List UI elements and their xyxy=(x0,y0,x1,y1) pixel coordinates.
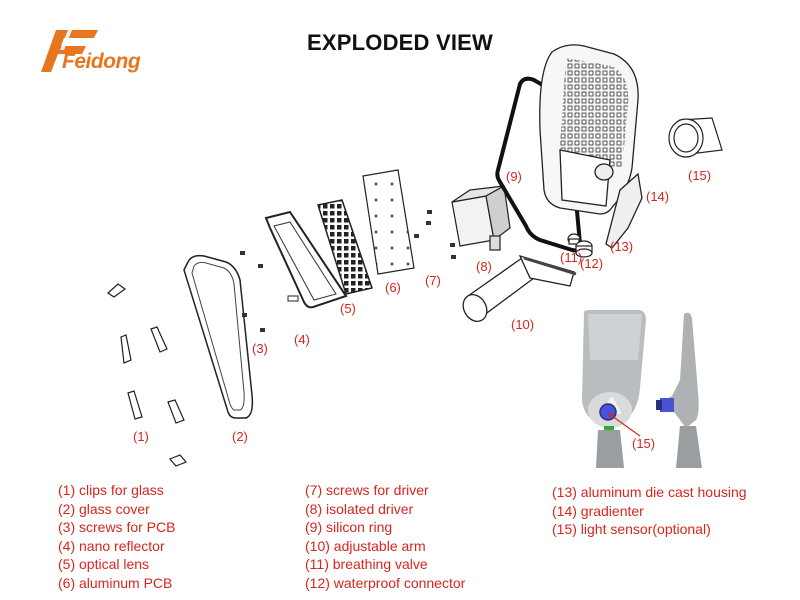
callout-7: (7) xyxy=(425,273,441,288)
callout-12: (12) xyxy=(580,256,603,271)
legend-column-2: (7) screws for driver (8) isolated drive… xyxy=(305,481,465,593)
legend-column-3: (13) aluminum die cast housing (14) grad… xyxy=(552,483,747,539)
legend-item: (11) breathing valve xyxy=(305,556,428,573)
aluminum-die-cast-housing xyxy=(539,44,643,249)
nano-reflector xyxy=(264,210,348,309)
legend-item: (7) screws for driver xyxy=(305,482,429,498)
screws-for-pcb xyxy=(240,251,265,332)
legend-item: (12) waterproof connector xyxy=(305,574,466,591)
legend-item: (1) clips for glass xyxy=(58,482,164,498)
legend-item: (15) light sensor(optional) xyxy=(552,521,711,538)
callout-8: (8) xyxy=(476,259,492,274)
aluminum-pcb xyxy=(362,169,415,275)
isolated-driver xyxy=(451,185,511,251)
callout-10: (10) xyxy=(511,317,534,332)
waterproof-connector xyxy=(575,240,593,258)
callout-15-inset: (15) xyxy=(632,436,655,451)
legend-item: (14) gradienter xyxy=(552,502,644,519)
callout-4: (4) xyxy=(294,332,310,347)
page-title: EXPLODED VIEW xyxy=(307,30,493,55)
callout-3: (3) xyxy=(252,341,268,356)
sensor-callout-dot xyxy=(609,413,613,417)
adjustable-arm xyxy=(462,254,577,322)
legend-item: (9) silicon ring xyxy=(305,519,393,536)
screws-for-driver xyxy=(414,210,456,259)
legend-column-1: (1) clips for glass (2) glass cover (3) … xyxy=(58,481,175,593)
legend-item: (6) aluminum PCB xyxy=(58,574,173,591)
callout-2: (2) xyxy=(232,429,248,444)
callout-9: (9) xyxy=(506,169,522,184)
clips-for-glass xyxy=(107,283,188,467)
feidong-logo xyxy=(41,30,98,72)
callout-1: (1) xyxy=(133,429,149,444)
callout-5: (5) xyxy=(340,301,356,316)
legend-item: (4) nano reflector xyxy=(58,537,165,554)
callout-15: (15) xyxy=(688,168,711,183)
callout-13: (13) xyxy=(610,239,633,254)
callout-14: (14) xyxy=(646,189,669,204)
legend-item: (3) screws for PCB xyxy=(58,519,176,536)
legend-item: (13) aluminum die cast housing xyxy=(552,484,747,500)
light-sensor xyxy=(668,117,723,158)
legend-item: (10) adjustable arm xyxy=(305,537,426,554)
optical-lens xyxy=(317,199,373,295)
product-front-view xyxy=(582,310,646,468)
callout-6: (6) xyxy=(385,280,401,295)
product-side-view xyxy=(656,312,702,468)
legend-item: (5) optical lens xyxy=(58,556,150,573)
glass-cover xyxy=(183,254,254,419)
legend-item: (2) glass cover xyxy=(58,500,150,517)
brand-name: Feidong xyxy=(62,50,141,73)
legend-item: (8) isolated driver xyxy=(305,500,414,517)
sensor-callout-line xyxy=(611,415,641,437)
callout-11: (11) xyxy=(560,250,582,265)
